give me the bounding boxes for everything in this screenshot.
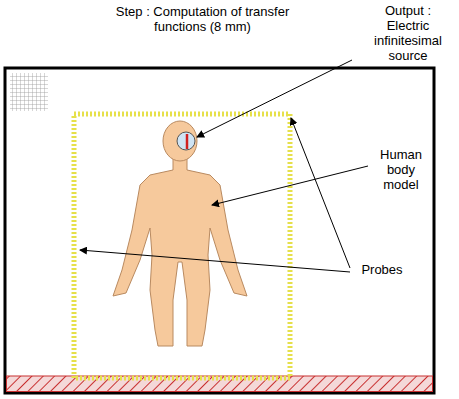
callout-label: Output : Electric infinitesimal source [362,3,454,63]
callout-label: Probes [352,262,412,277]
callout-label: Human body model [368,147,434,192]
diagram-title: Step : Computation of transfer functions… [95,4,310,34]
ground-plane [7,376,433,392]
probe-box [74,114,290,378]
computation-domain [5,68,434,393]
leader-lines [80,60,368,272]
human-body [113,121,247,346]
mesh-grid [10,73,48,111]
electric-source [177,132,195,150]
